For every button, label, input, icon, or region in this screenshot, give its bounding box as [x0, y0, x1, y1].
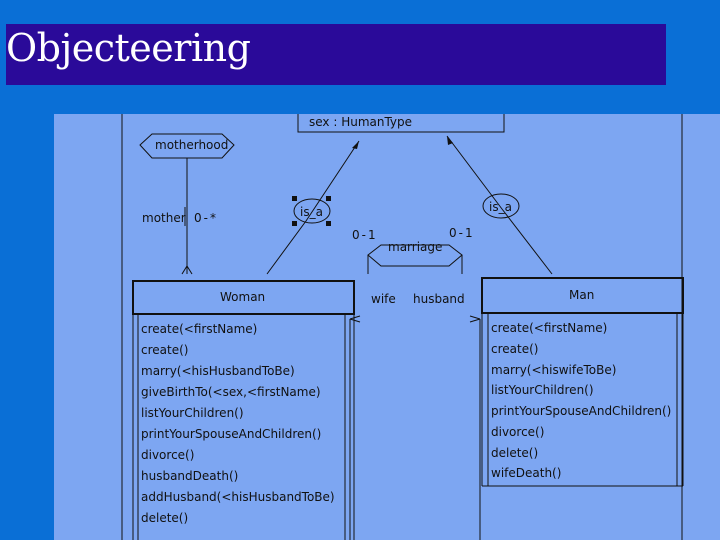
- motherhood-label: motherhood: [155, 138, 229, 152]
- man-operation: printYourSpouseAndChildren(): [491, 404, 672, 418]
- man-operation: create(): [491, 342, 539, 356]
- woman-operation: create(): [141, 343, 189, 357]
- man-operation: marry(<hiswifeToBe): [491, 363, 617, 377]
- woman-operation: printYourSpouseAndChildren(): [141, 427, 322, 441]
- woman-operation: addHusband(<hisHusbandToBe): [141, 490, 335, 504]
- class-woman: [132, 280, 355, 315]
- man-operation: divorce(): [491, 425, 545, 439]
- woman-operation: delete(): [141, 511, 189, 525]
- superclass-attribute: sex : HumanType: [309, 115, 413, 129]
- man-class-name: Man: [569, 288, 595, 302]
- diagram-canvas: sex : HumanType motherhood mother 0-* is…: [54, 114, 720, 540]
- class-man: [481, 277, 684, 314]
- woman-operation: listYourChildren(): [141, 406, 244, 420]
- marriage-left-multiplicity: 0-1: [352, 228, 378, 242]
- title-bar: [6, 24, 666, 85]
- man-operation: listYourChildren(): [491, 383, 594, 397]
- motherhood-hexagon: [139, 133, 235, 159]
- woman-operation: marry(<hisHusbandToBe): [141, 364, 295, 378]
- woman-class-name: Woman: [220, 290, 266, 304]
- slide-title: Objecteering: [6, 26, 251, 70]
- woman-operation: husbandDeath(): [141, 469, 239, 483]
- mother-role-label: mother: [142, 211, 186, 225]
- man-operation: delete(): [491, 446, 539, 460]
- woman-operation: giveBirthTo(<sex,<firstName): [141, 385, 321, 399]
- mother-multiplicity: 0-*: [194, 211, 218, 225]
- wife-role-label: wife: [371, 292, 396, 306]
- man-operation: wifeDeath(): [491, 466, 562, 480]
- woman-operation: divorce(): [141, 448, 195, 462]
- husband-role-label: husband: [413, 292, 465, 306]
- uml-diagram: [121, 114, 684, 540]
- woman-operation: create(<firstName): [141, 322, 258, 336]
- is-a-label-man: is_a: [489, 200, 512, 214]
- is-a-label-woman: is_a: [300, 205, 323, 219]
- marriage-label: marriage: [388, 240, 443, 254]
- marriage-right-multiplicity: 0-1: [449, 226, 475, 240]
- man-operation: create(<firstName): [491, 321, 608, 335]
